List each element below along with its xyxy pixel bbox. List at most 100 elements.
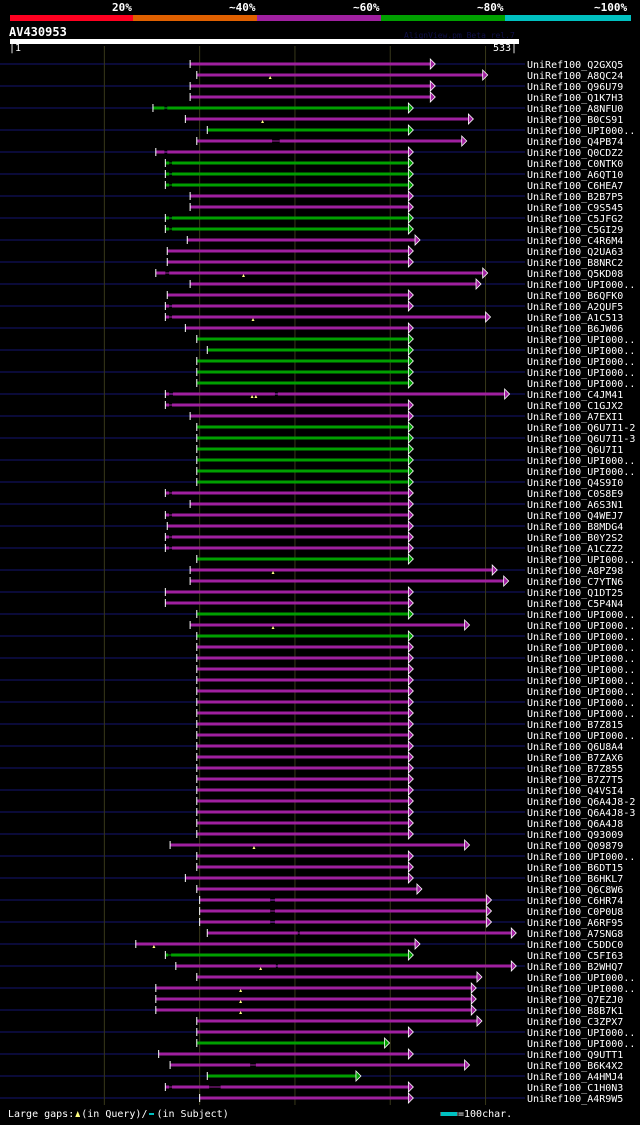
alignment-segment	[196, 810, 409, 814]
hit-label: UniRef100_UPI000..	[527, 852, 635, 863]
query-insertion-marker-icon	[252, 846, 256, 849]
alignment-segment	[152, 106, 165, 110]
alignment-start-tick	[189, 60, 191, 68]
hit-label: UniRef100_UPI000..	[527, 1039, 635, 1050]
alignment-end-arrow-icon	[407, 718, 414, 730]
alignment-start-tick	[166, 258, 168, 266]
alignment-segment	[165, 491, 170, 495]
hit-label: UniRef100_B2WHQ7	[527, 962, 623, 973]
alignment-segment	[274, 898, 487, 902]
query-insertion-marker-icon	[259, 967, 263, 970]
alignment-end-arrow-icon	[407, 344, 414, 356]
hit-label: UniRef100_Q6C8W6	[527, 885, 623, 896]
alignment-segment	[196, 733, 409, 737]
alignment-segment	[199, 1096, 409, 1100]
hit-label: UniRef100_UPI000..	[527, 984, 635, 995]
hit-label: UniRef100_UPI000..	[527, 643, 635, 654]
subject-gap	[169, 228, 173, 230]
alignment-start-tick	[199, 1094, 201, 1102]
alignment-start-tick	[189, 93, 191, 101]
alignment-end-arrow-icon	[504, 388, 511, 400]
pct-label-20: 20%	[112, 1, 132, 14]
alignment-start-tick	[164, 1083, 166, 1091]
hit-label: UniRef100_C3ZPX7	[527, 1017, 623, 1028]
alignment-segment	[187, 238, 416, 242]
alignment-segment	[165, 227, 170, 231]
alignment-start-tick	[169, 1061, 171, 1069]
alignment-start-tick	[189, 412, 191, 420]
hit-label: UniRef100_UPI000..	[527, 687, 635, 698]
alignment-segment	[167, 106, 409, 110]
alignment-segment	[172, 1085, 210, 1089]
alignment-segment	[220, 1085, 409, 1089]
alignment-end-arrow-icon	[407, 531, 414, 543]
alignment-segment	[196, 656, 409, 660]
query-insertion-marker-icon	[239, 1011, 243, 1014]
alignment-end-arrow-icon	[407, 586, 414, 598]
scale-label: =100char.	[458, 1109, 513, 1120]
alignment-start-tick	[189, 621, 191, 629]
alignment-start-tick	[184, 874, 186, 882]
alignment-segment	[165, 1085, 170, 1089]
alignment-end-arrow-icon	[414, 938, 421, 950]
alignment-segment	[172, 227, 409, 231]
alignment-start-tick	[164, 511, 166, 519]
alignment-segment	[196, 381, 409, 385]
in-query-label: (in Query)/	[81, 1109, 148, 1120]
alignment-end-arrow-icon	[470, 982, 477, 994]
alignment-end-arrow-icon	[464, 839, 471, 851]
hit-label: UniRef100_UPI000..	[527, 467, 635, 478]
alignment-end-arrow-icon	[407, 168, 414, 180]
alignment-end-arrow-icon	[407, 377, 414, 389]
alignment-end-arrow-icon	[407, 102, 414, 114]
alignment-segment	[196, 788, 409, 792]
hit-label: UniRef100_Q1DT25	[527, 588, 623, 599]
alignment-segment	[167, 260, 409, 264]
alignment-segment	[170, 1063, 251, 1067]
alignment-segment	[196, 73, 483, 77]
query-start: |1	[9, 43, 22, 54]
alignment-segment	[196, 854, 409, 858]
hit-label: UniRef100_Q09879	[527, 841, 623, 852]
alignment-segment	[199, 909, 271, 913]
query-insertion-marker-icon	[251, 318, 255, 321]
alignment-segment	[190, 62, 431, 66]
hit-label: UniRef100_C9S545	[527, 203, 623, 214]
alignment-end-arrow-icon	[407, 1092, 414, 1104]
hit-label: UniRef100_Q6U7I1-3	[527, 434, 635, 445]
alignment-start-tick	[155, 148, 157, 156]
alignment-start-tick	[206, 346, 208, 354]
alignment-start-tick	[196, 445, 198, 453]
alignment-end-arrow-icon	[429, 58, 436, 70]
alignment-segment	[185, 326, 409, 330]
alignment-start-tick	[206, 1072, 208, 1080]
query-bar	[10, 39, 519, 44]
hit-label: UniRef100_Q0CDZ2	[527, 148, 623, 159]
alignment-start-tick	[196, 863, 198, 871]
alignment-segment	[190, 502, 409, 506]
hit-label: UniRef100_UPI000..	[527, 654, 635, 665]
hit-label: UniRef100_C4JM41	[527, 390, 623, 401]
alignment-segment	[165, 172, 170, 176]
alignment-segment	[165, 513, 170, 517]
alignment-end-arrow-icon	[407, 190, 414, 202]
subject-gap	[169, 184, 173, 186]
alignment-end-arrow-icon	[407, 124, 414, 136]
alignment-end-arrow-icon	[503, 575, 510, 587]
alignment-end-arrow-icon	[407, 245, 414, 257]
hit-label: UniRef100_A8PZ98	[527, 566, 623, 577]
alignment-end-arrow-icon	[407, 399, 414, 411]
hit-label: UniRef100_Q6U7I1-2	[527, 423, 635, 434]
alignment-start-tick	[196, 423, 198, 431]
alignment-segment	[207, 348, 409, 352]
hit-label: UniRef100_C5DDC0	[527, 940, 623, 951]
alignment-segment	[196, 139, 273, 143]
hit-label: UniRef100_C0S8E9	[527, 489, 623, 500]
alignment-segment	[196, 667, 409, 671]
alignment-segment	[185, 876, 409, 880]
alignment-start-tick	[196, 775, 198, 783]
hit-label: UniRef100_Q2UA63	[527, 247, 623, 258]
alignment-segment	[196, 700, 409, 704]
hit-label: UniRef100_UPI000..	[527, 379, 635, 390]
alignment-end-arrow-icon	[407, 443, 414, 455]
